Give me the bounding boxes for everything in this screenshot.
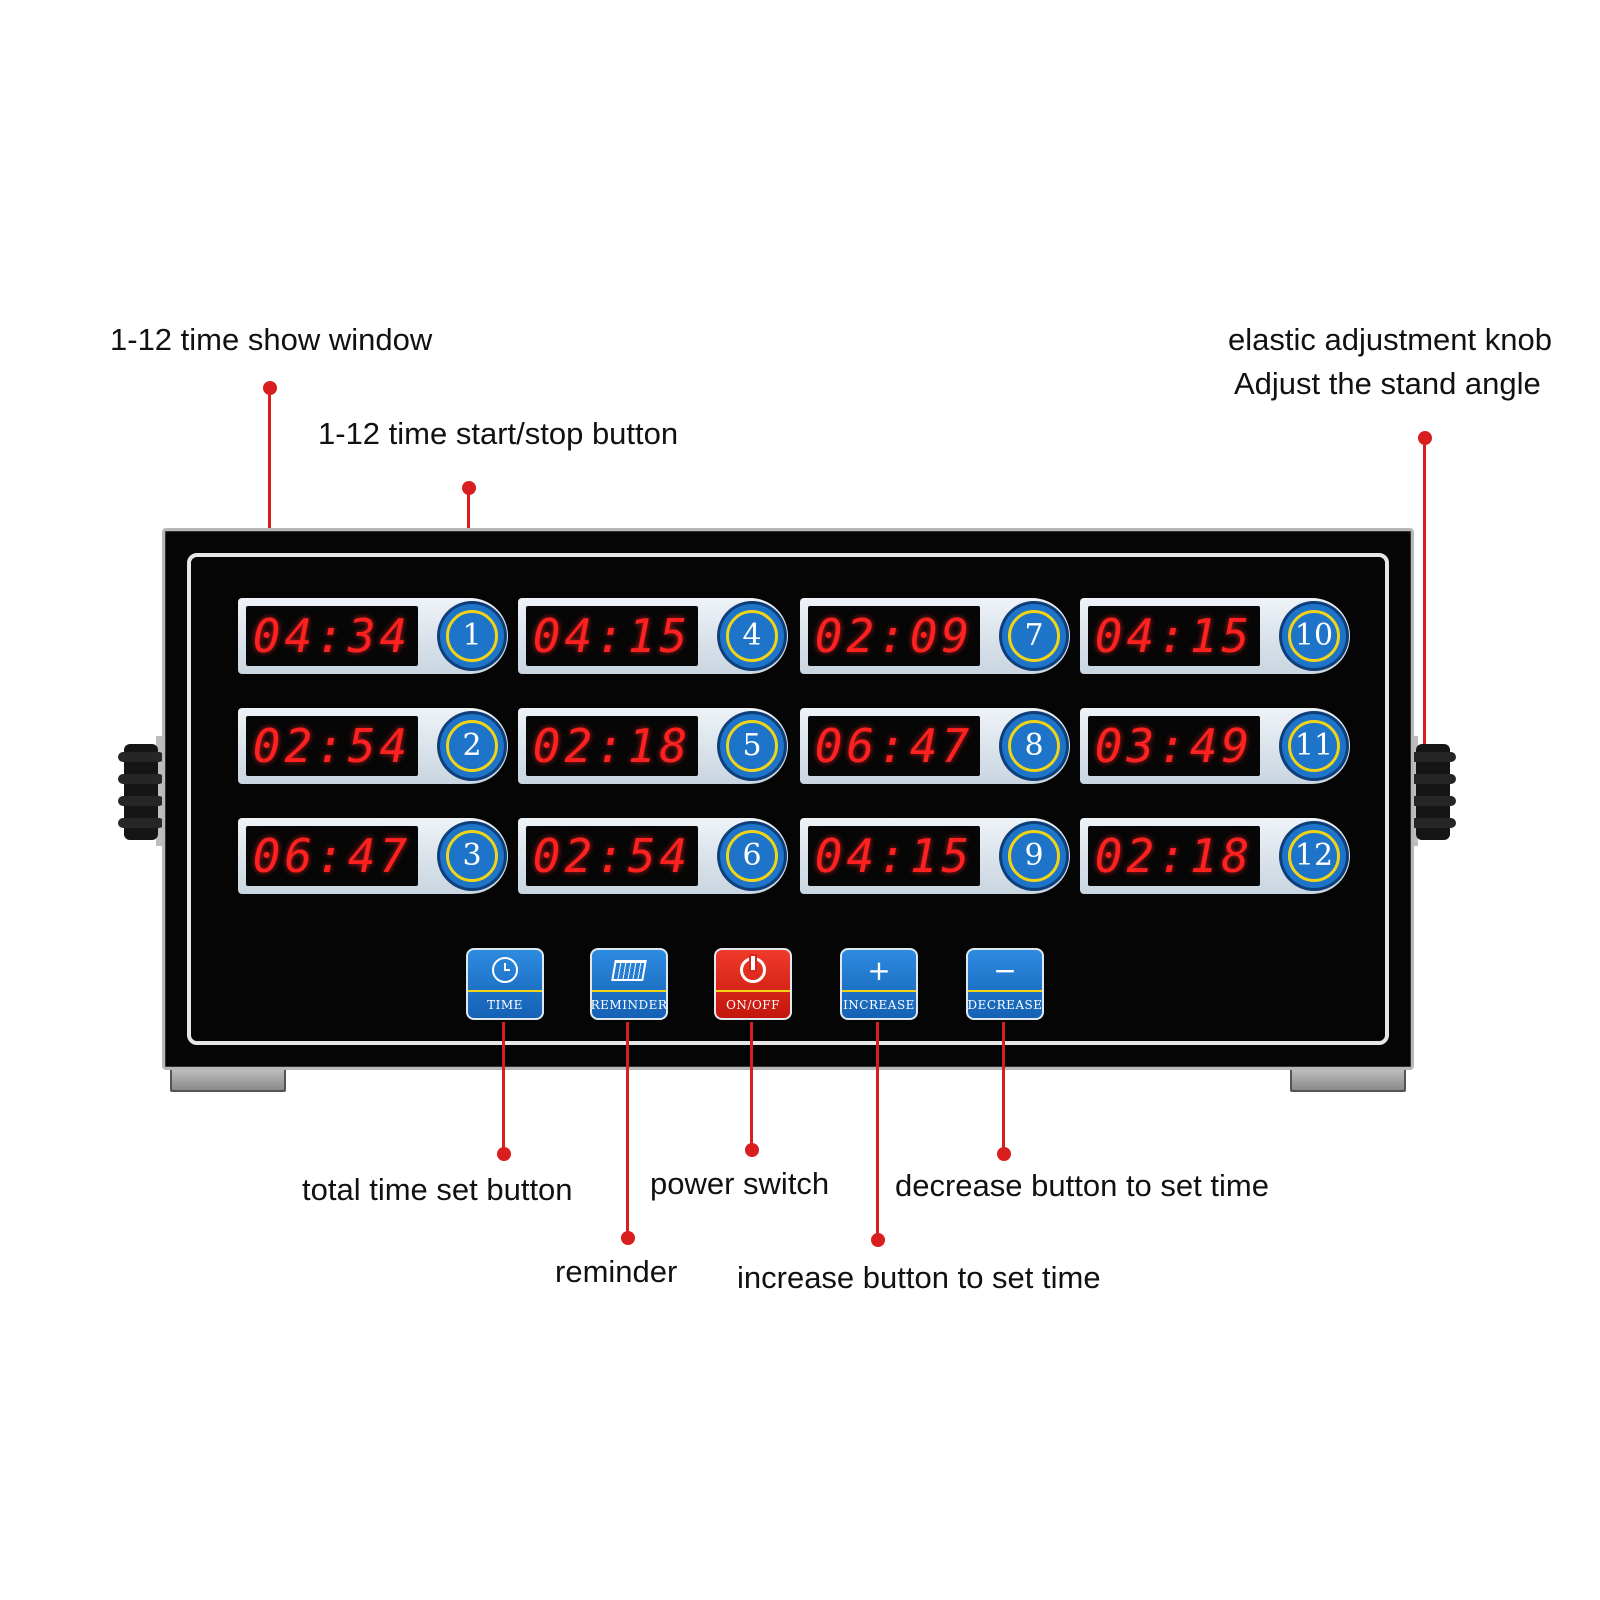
timer-unit-11: 03:49 11 (1080, 708, 1350, 784)
timer-unit-4: 04:15 4 (518, 598, 788, 674)
callout-reminder: reminder (555, 1254, 678, 1289)
time-display-12: 02:18 (1088, 826, 1260, 886)
timer-unit-9: 04:15 9 (800, 818, 1070, 894)
time-button-label: TIME (487, 998, 523, 1012)
time-display-5: 02:18 (526, 716, 698, 776)
time-display-4: 04:15 (526, 606, 698, 666)
callout-decrease-dot (997, 1147, 1011, 1161)
reminder-button[interactable]: REMINDER (590, 948, 668, 1020)
time-display-10: 04:15 (1088, 606, 1260, 666)
time-display-2: 02:54 (246, 716, 418, 776)
start-stop-button-8[interactable]: 8 (1002, 714, 1066, 778)
start-stop-button-1[interactable]: 1 (440, 604, 504, 668)
callout-increase: increase button to set time (737, 1260, 1101, 1295)
time-display-11: 03:49 (1088, 716, 1260, 776)
timer-unit-6: 02:54 6 (518, 818, 788, 894)
timer-unit-2: 02:54 2 (238, 708, 508, 784)
minus-icon: − (993, 953, 1017, 987)
callout-total-time-dot (497, 1147, 511, 1161)
time-display-3: 06:47 (246, 826, 418, 886)
adjustment-knob-right[interactable] (1410, 744, 1456, 840)
increase-button-label: INCREASE (843, 998, 915, 1012)
adjustment-knob-left[interactable] (118, 744, 164, 840)
time-display-7: 02:09 (808, 606, 980, 666)
timer-unit-1: 04:34 1 (238, 598, 508, 674)
callout-reminder-leader (626, 1022, 629, 1236)
callout-knob-line1: elastic adjustment knob (1228, 322, 1552, 357)
power-button[interactable]: ON/OFF (714, 948, 792, 1020)
start-stop-button-3[interactable]: 3 (440, 824, 504, 888)
timer-unit-3: 06:47 3 (238, 818, 508, 894)
decrease-button-label: DECREASE (967, 998, 1043, 1012)
timer-unit-10: 04:15 10 (1080, 598, 1350, 674)
timer-unit-5: 02:18 5 (518, 708, 788, 784)
callout-start-stop: 1-12 time start/stop button (318, 416, 679, 451)
callout-total-time-leader (502, 1022, 505, 1152)
start-stop-button-12[interactable]: 12 (1282, 824, 1346, 888)
start-stop-button-11[interactable]: 11 (1282, 714, 1346, 778)
callout-total-time: total time set button (302, 1172, 573, 1207)
knob-plate-left (156, 736, 166, 846)
time-display-6: 02:54 (526, 826, 698, 886)
callout-reminder-dot (621, 1231, 635, 1245)
timer-unit-8: 06:47 8 (800, 708, 1070, 784)
start-stop-button-5[interactable]: 5 (720, 714, 784, 778)
timer-unit-12: 02:18 12 (1080, 818, 1350, 894)
plus-icon: + (867, 953, 891, 987)
callout-decrease-leader (1002, 1022, 1005, 1152)
callout-time-window: 1-12 time show window (110, 322, 433, 357)
callout-increase-dot (871, 1233, 885, 1247)
time-display-1: 04:34 (246, 606, 418, 666)
reminder-button-label: REMINDER (590, 998, 668, 1012)
timer-unit-7: 02:09 7 (800, 598, 1070, 674)
callout-increase-leader (876, 1022, 879, 1238)
time-button[interactable]: TIME (466, 948, 544, 1020)
time-display-9: 04:15 (808, 826, 980, 886)
increase-button[interactable]: + INCREASE (840, 948, 918, 1020)
decrease-button[interactable]: − DECREASE (966, 948, 1044, 1020)
callout-power-dot (745, 1143, 759, 1157)
time-display-8: 06:47 (808, 716, 980, 776)
start-stop-button-4[interactable]: 4 (720, 604, 784, 668)
start-stop-button-6[interactable]: 6 (720, 824, 784, 888)
callout-decrease: decrease button to set time (895, 1168, 1269, 1203)
device-panel (187, 553, 1389, 1045)
start-stop-button-9[interactable]: 9 (1002, 824, 1066, 888)
basket-icon (611, 959, 647, 981)
start-stop-button-7[interactable]: 7 (1002, 604, 1066, 668)
callout-knob-line2: Adjust the stand angle (1234, 366, 1541, 401)
power-icon (740, 954, 766, 983)
power-button-label: ON/OFF (726, 998, 780, 1012)
start-stop-button-10[interactable]: 10 (1282, 604, 1346, 668)
callout-power: power switch (650, 1166, 830, 1201)
clock-icon (492, 957, 518, 983)
start-stop-button-2[interactable]: 2 (440, 714, 504, 778)
callout-time-window-leader (268, 388, 271, 618)
callout-knob-leader (1423, 438, 1426, 754)
callout-power-leader (750, 1022, 753, 1148)
